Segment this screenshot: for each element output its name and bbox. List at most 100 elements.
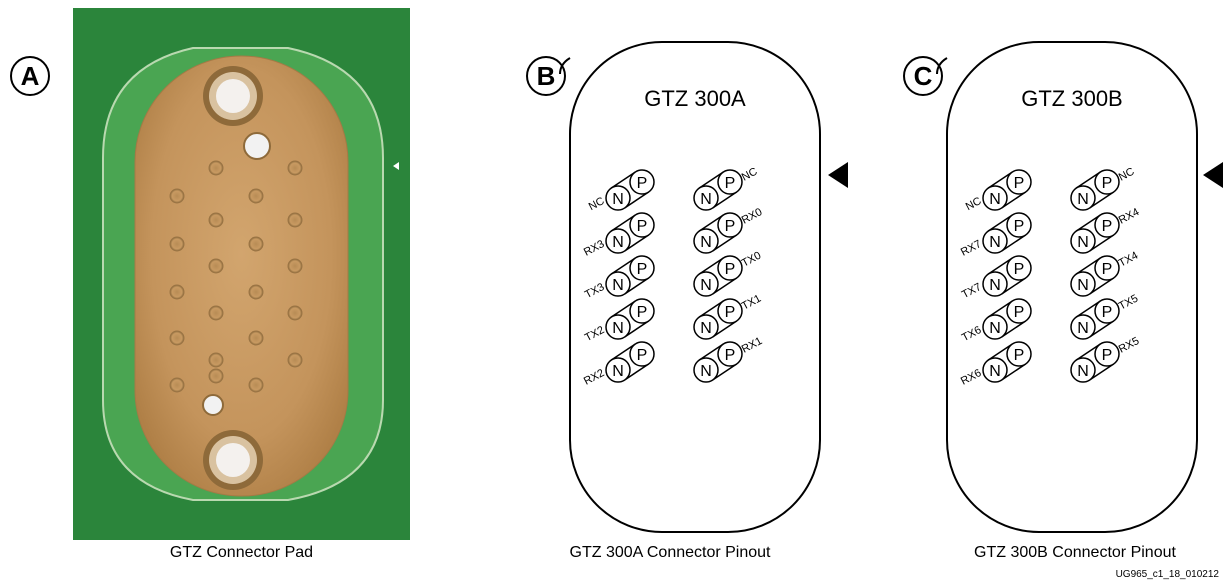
n-pin-label: N bbox=[612, 277, 624, 294]
p-pin-label: P bbox=[725, 304, 736, 321]
p-pin-label: P bbox=[637, 175, 648, 192]
pair-body-line bbox=[712, 234, 738, 252]
n-pin-label: N bbox=[700, 363, 712, 380]
via bbox=[287, 212, 303, 228]
via bbox=[169, 377, 185, 393]
via bbox=[208, 160, 224, 176]
p-pin-label: P bbox=[725, 347, 736, 364]
pair-body-line bbox=[1089, 320, 1115, 338]
pair-body-line bbox=[987, 343, 1013, 361]
pair-body-line bbox=[624, 320, 650, 338]
n-pin-label: N bbox=[700, 191, 712, 208]
n-pin-label: N bbox=[612, 320, 624, 337]
orientation-arrow-b bbox=[828, 162, 848, 188]
p-pin-label: P bbox=[1102, 218, 1113, 235]
n-pin bbox=[1070, 271, 1096, 297]
panel-c-badge-label: C bbox=[913, 60, 933, 91]
pair-body-line bbox=[610, 257, 636, 275]
n-pin-label: N bbox=[989, 277, 1001, 294]
via bbox=[169, 330, 185, 346]
via bbox=[208, 368, 224, 384]
connector-pad-photo bbox=[73, 8, 410, 540]
via bbox=[169, 188, 185, 204]
via bbox=[169, 236, 185, 252]
pair-body-line bbox=[1001, 191, 1027, 209]
n-pin-label: N bbox=[700, 277, 712, 294]
p-pin bbox=[1006, 255, 1032, 281]
n-pin bbox=[605, 314, 631, 340]
via bbox=[248, 188, 264, 204]
p-pin bbox=[629, 212, 655, 238]
panel-c-caption: GTZ 300B Connector Pinout bbox=[974, 544, 1176, 561]
document-id: UG965_c1_18_010212 bbox=[1115, 569, 1219, 580]
n-pin-label: N bbox=[989, 191, 1001, 208]
via bbox=[208, 352, 224, 368]
pair-body-line bbox=[987, 300, 1013, 318]
pair-body-line bbox=[610, 343, 636, 361]
pair-body-line bbox=[1001, 320, 1027, 338]
p-pin bbox=[717, 341, 743, 367]
p-pin-label: P bbox=[725, 261, 736, 278]
n-pin-label: N bbox=[700, 320, 712, 337]
mounting-hole-top bbox=[203, 66, 263, 126]
panel-a-badge: A bbox=[10, 56, 50, 96]
pair-body-line bbox=[1089, 363, 1115, 381]
via bbox=[208, 212, 224, 228]
via bbox=[287, 258, 303, 274]
via-array bbox=[169, 160, 303, 393]
p-pin-label: P bbox=[1014, 218, 1025, 235]
p-pin bbox=[717, 255, 743, 281]
via bbox=[208, 258, 224, 274]
n-pin bbox=[982, 357, 1008, 383]
p-pin-label: P bbox=[1102, 347, 1113, 364]
n-pin bbox=[693, 228, 719, 254]
n-pin-label: N bbox=[989, 234, 1001, 251]
n-pin-label: N bbox=[1077, 234, 1089, 251]
via bbox=[208, 305, 224, 321]
p-pin-label: P bbox=[1102, 175, 1113, 192]
n-pin bbox=[693, 271, 719, 297]
n-pin bbox=[982, 314, 1008, 340]
gtz300a-pinout-diagram: GTZ 300A PNNCPNRX3PNTX3PNTX2PNRX2PNNCPNR… bbox=[559, 41, 848, 533]
n-pin bbox=[1070, 314, 1096, 340]
panel-b-badge-label: B bbox=[536, 60, 556, 91]
pair-body-line bbox=[624, 363, 650, 381]
n-pin bbox=[982, 228, 1008, 254]
n-pin bbox=[982, 271, 1008, 297]
pair-body-line bbox=[1001, 234, 1027, 252]
p-pin bbox=[717, 169, 743, 195]
via bbox=[248, 330, 264, 346]
pair-body-line bbox=[712, 191, 738, 209]
n-pin-label: N bbox=[612, 234, 624, 251]
via bbox=[287, 305, 303, 321]
pair-body-line bbox=[987, 257, 1013, 275]
orientation-arrow-c bbox=[1203, 162, 1223, 188]
n-pin bbox=[693, 314, 719, 340]
p-pin-label: P bbox=[1102, 304, 1113, 321]
p-pin-label: P bbox=[637, 261, 648, 278]
panel-b-caption: GTZ 300A Connector Pinout bbox=[569, 544, 771, 561]
n-pin-label: N bbox=[989, 320, 1001, 337]
n-pin-label: N bbox=[700, 234, 712, 251]
p-pin-label: P bbox=[1014, 304, 1025, 321]
via bbox=[248, 236, 264, 252]
n-pin-label: N bbox=[1077, 191, 1089, 208]
pair-body-line bbox=[1075, 214, 1101, 232]
pair-body-line bbox=[1089, 234, 1115, 252]
n-pin-label: N bbox=[1077, 363, 1089, 380]
pair-body-line bbox=[987, 214, 1013, 232]
n-pin-label: N bbox=[1077, 320, 1089, 337]
p-pin-label: P bbox=[1014, 347, 1025, 364]
n-pin-label: N bbox=[612, 191, 624, 208]
mounting-hole-bottom bbox=[203, 430, 263, 490]
via bbox=[287, 160, 303, 176]
p-pin bbox=[1094, 255, 1120, 281]
p-pin bbox=[1006, 212, 1032, 238]
gtz300b-title: GTZ 300B bbox=[1021, 86, 1122, 111]
